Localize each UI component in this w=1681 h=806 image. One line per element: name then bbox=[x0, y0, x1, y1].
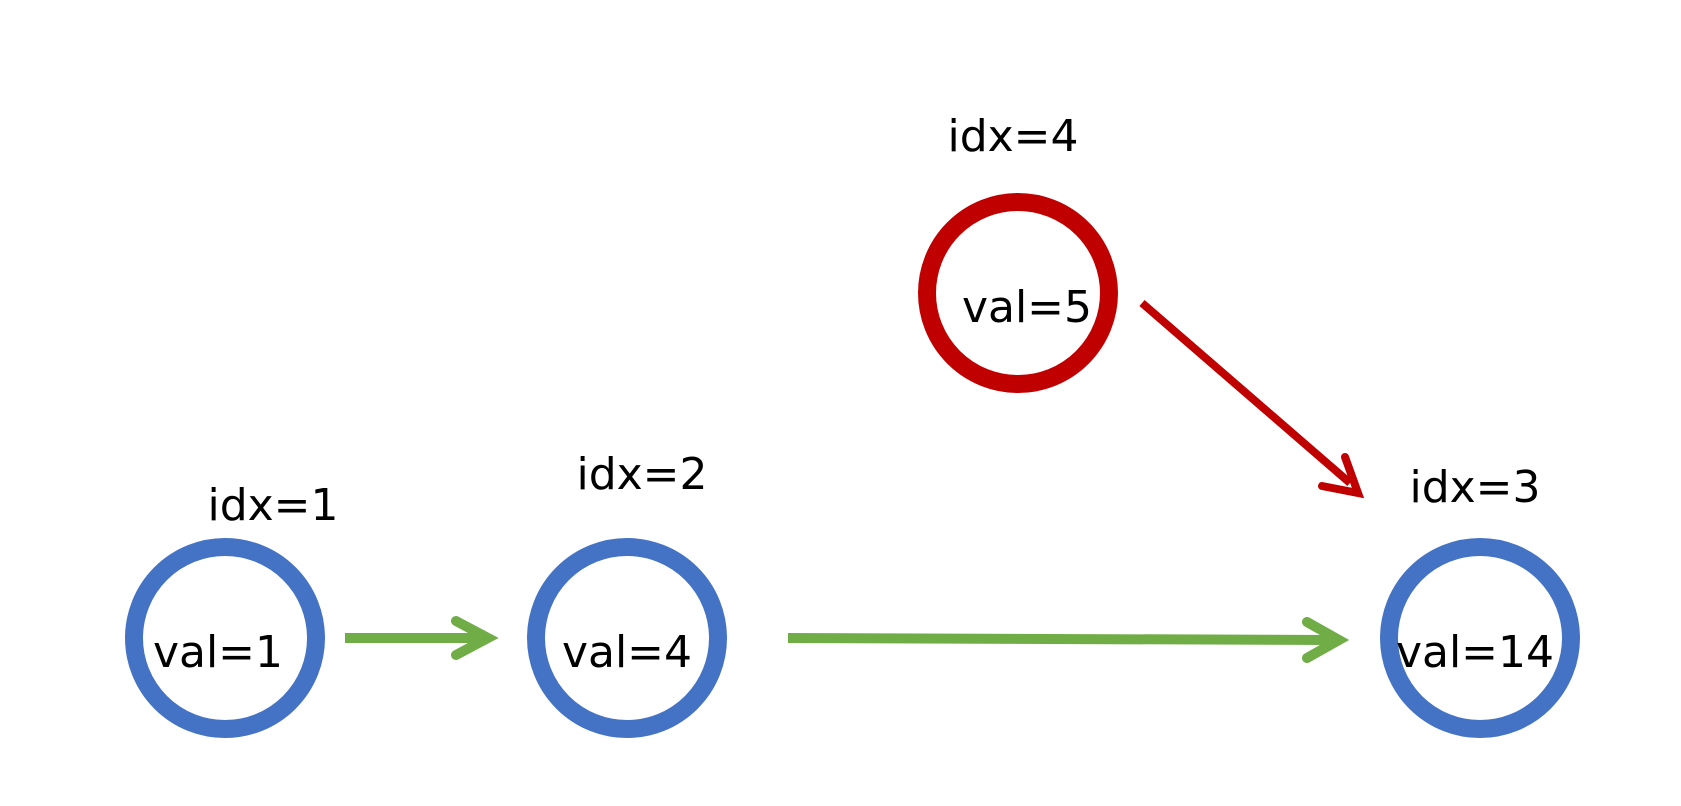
edge-line bbox=[1139, 299, 1353, 487]
node-circle bbox=[1380, 538, 1580, 738]
edge-n1-n2 bbox=[345, 616, 499, 660]
node-val-label: val=14 bbox=[1396, 627, 1554, 678]
node-circle bbox=[125, 538, 325, 738]
node-val-label: val=4 bbox=[562, 627, 692, 678]
arrowhead-icon bbox=[1302, 617, 1350, 663]
edge-line bbox=[787, 633, 1331, 645]
arrowhead-icon bbox=[451, 616, 499, 660]
node-idx-label: idx=2 bbox=[576, 449, 707, 500]
node-idx-4: idx=4 val=5 bbox=[918, 111, 1118, 393]
node-val-label: val=5 bbox=[962, 282, 1092, 333]
node-circle bbox=[918, 193, 1118, 393]
node-val-label: val=1 bbox=[153, 627, 283, 678]
edge-n2-n3 bbox=[787, 617, 1350, 663]
edge-n4-n3 bbox=[1139, 299, 1365, 499]
node-idx-label: idx=3 bbox=[1409, 462, 1540, 513]
node-idx-label: idx=4 bbox=[947, 111, 1078, 162]
node-circle bbox=[527, 538, 727, 738]
node-idx-label: idx=1 bbox=[207, 480, 338, 531]
node-idx-1: idx=1 val=1 bbox=[125, 480, 339, 738]
node-idx-3: idx=3 val=14 bbox=[1380, 462, 1580, 738]
arrowhead-icon bbox=[1318, 453, 1365, 499]
node-idx-2: idx=2 val=4 bbox=[527, 449, 727, 738]
